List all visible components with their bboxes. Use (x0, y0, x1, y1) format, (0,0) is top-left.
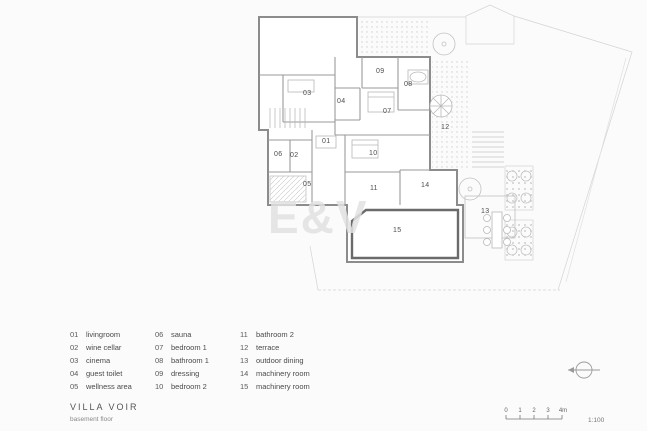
legend-num: 07 (155, 343, 164, 352)
floor-subtitle: basement floor (70, 416, 113, 423)
staircase (269, 108, 306, 128)
scale-ratio: 1:100 (588, 417, 605, 424)
interior-walls (259, 57, 430, 205)
legend-label: sauna (171, 330, 192, 339)
wellness-pool (269, 175, 307, 203)
legend-item: 02 wine cellar (70, 344, 132, 352)
title-block: VILLA VOIR basement floor (70, 402, 139, 423)
legend-label: wellness area (86, 382, 132, 391)
legend-num: 01 (70, 330, 79, 339)
machinery-room-outline (350, 208, 460, 260)
legend-num: 14 (240, 369, 249, 378)
legend-num: 04 (70, 369, 79, 378)
legend-item: 13 outdoor dining (240, 357, 310, 365)
legend-item: 10 bedroom 2 (155, 383, 209, 391)
room-label-09: 09 (376, 68, 385, 75)
legend-item: 07 bedroom 1 (155, 344, 209, 352)
legend-item: 09 dressing (155, 370, 209, 378)
floor-plan-drawing (258, 4, 633, 291)
legend-item: 03 cinema (70, 357, 132, 365)
legend-label: bathroom 1 (171, 356, 209, 365)
legend-item: 12 terrace (240, 344, 310, 352)
legend-label: bedroom 1 (171, 343, 207, 352)
room-label-07: 07 (383, 108, 392, 115)
legend-label: bathroom 2 (256, 330, 294, 339)
room-label-14: 14 (421, 182, 430, 189)
scale-bar: 0 1 2 3 4m (504, 408, 567, 420)
legend-num: 08 (155, 356, 164, 365)
scale-tick-2: 2 (532, 408, 536, 414)
watermark: E&V (268, 191, 369, 243)
legend-num: 09 (155, 369, 164, 378)
scale-tick-4: 4m (559, 408, 567, 414)
legend-column-1: 01 livingroom 02 wine cellar 03 cinema 0… (70, 331, 132, 396)
furniture (287, 69, 511, 249)
room-label-13: 13 (481, 208, 490, 215)
legend-item: 05 wellness area (70, 383, 132, 391)
legend-column-3: 11 bathroom 2 12 terrace 13 outdoor dini… (240, 331, 310, 396)
legend-item: 04 guest toilet (70, 370, 132, 378)
legend-item: 01 livingroom (70, 331, 132, 339)
legend-item: 14 machinery room (240, 370, 310, 378)
scale-tick-1: 1 (518, 408, 522, 414)
room-label-04: 04 (337, 98, 346, 105)
room-label-02: 02 (290, 152, 299, 159)
room-label-05: 05 (303, 181, 312, 188)
room-label-12: 12 (441, 124, 450, 131)
room-label-11: 11 (370, 185, 378, 192)
room-label-01: 01 (322, 138, 331, 145)
legend-label: outdoor dining (256, 356, 304, 365)
legend-item: 06 sauna (155, 331, 209, 339)
legend-label: dressing (171, 369, 200, 378)
legend-label: livingroom (86, 330, 121, 339)
project-title: VILLA VOIR (70, 402, 139, 412)
legend-item: 15 machinery room (240, 383, 310, 391)
site-boundary-lines (309, 4, 633, 291)
legend-item: 11 bathroom 2 (240, 331, 310, 339)
legend-label: machinery room (256, 382, 310, 391)
legend-num: 03 (70, 356, 79, 365)
legend-label: terrace (256, 343, 280, 352)
legend-num: 06 (155, 330, 164, 339)
outdoor-dining-area (464, 195, 516, 239)
room-label-10: 10 (369, 150, 378, 157)
room-label-15: 15 (393, 227, 402, 234)
legend-num: 05 (70, 382, 79, 391)
scale-tick-3: 3 (546, 408, 550, 414)
legend-num: 10 (155, 382, 164, 391)
legend-label: cinema (86, 356, 111, 365)
legend-item: 08 bathroom 1 (155, 357, 209, 365)
legend-num: 15 (240, 382, 249, 391)
legend-label: wine cellar (86, 343, 122, 352)
legend-label: guest toilet (86, 369, 123, 378)
legend-column-2: 06 sauna 07 bedroom 1 08 bathroom 1 09 d… (155, 331, 209, 396)
landscape (325, 19, 534, 261)
terrace-steps (472, 131, 504, 168)
room-label-06: 06 (274, 151, 283, 158)
legend-num: 02 (70, 343, 79, 352)
scale-tick-0: 0 (504, 408, 508, 414)
legend-label: machinery room (256, 369, 310, 378)
legend-num: 12 (240, 343, 249, 352)
legend-label: bedroom 2 (171, 382, 207, 391)
legend-num: 13 (240, 356, 249, 365)
room-label-03: 03 (303, 90, 312, 97)
room-label-08: 08 (404, 81, 413, 88)
legend-num: 11 (240, 330, 248, 339)
north-arrow (568, 361, 600, 379)
